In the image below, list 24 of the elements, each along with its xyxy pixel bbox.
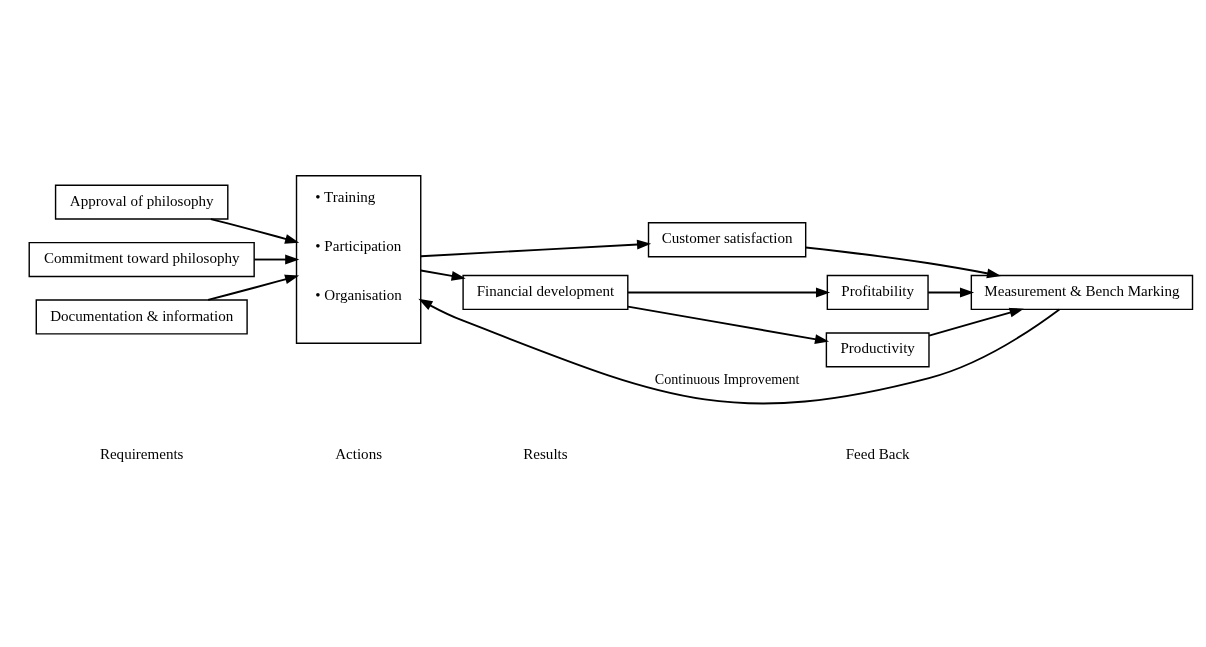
node-box: Customer satisfaction bbox=[647, 221, 807, 257]
node-box: Measurement & Bench Marking bbox=[970, 274, 1194, 310]
arrow bbox=[209, 217, 300, 244]
node-box: Commitment toward philosophy bbox=[28, 241, 255, 277]
node-box: Approval of philosophy bbox=[54, 183, 229, 220]
label: Requirements bbox=[99, 445, 184, 462]
node-box: Profitability bbox=[826, 274, 929, 310]
arrow bbox=[627, 287, 831, 297]
arrow bbox=[420, 239, 652, 257]
node-box: Financial development bbox=[462, 274, 629, 310]
arrow bbox=[418, 298, 1061, 404]
edge-label: Continuous Improvement bbox=[654, 370, 800, 387]
arrow bbox=[927, 287, 975, 297]
arrow bbox=[419, 269, 466, 281]
label: Actions bbox=[335, 445, 383, 462]
arrow bbox=[804, 246, 1002, 278]
arrow bbox=[253, 254, 300, 264]
node-box: Productivity bbox=[825, 331, 930, 368]
node-box: Documentation & information bbox=[35, 298, 248, 335]
label: Feed Back bbox=[845, 445, 910, 462]
arrow bbox=[928, 307, 1024, 336]
node-box: • Training • Participation • Organisation bbox=[295, 174, 422, 344]
arrow bbox=[627, 305, 830, 344]
label: Results bbox=[523, 445, 568, 462]
